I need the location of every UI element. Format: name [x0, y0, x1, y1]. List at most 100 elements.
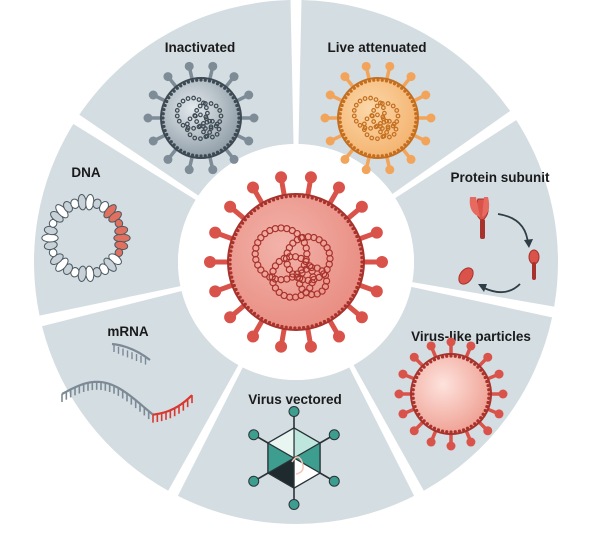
spike-head	[247, 330, 259, 343]
membrane-bead	[413, 379, 417, 384]
membrane-bead	[199, 78, 203, 82]
membrane-bead	[485, 404, 489, 409]
genome-bead	[391, 121, 397, 127]
membrane-bead	[359, 82, 364, 86]
membrane-bead	[479, 416, 483, 420]
membrane-bead	[360, 256, 364, 260]
membrane-bead	[449, 354, 453, 358]
genome-bead	[204, 119, 210, 125]
capsid	[227, 193, 365, 331]
membrane-bead	[338, 112, 342, 116]
spike-head	[409, 426, 419, 436]
dna-ribbon-segment	[41, 233, 59, 243]
membrane-bead	[359, 150, 364, 154]
spike-head	[398, 409, 408, 419]
vlp-icon	[394, 337, 508, 451]
spike-head	[483, 352, 493, 362]
genome-bead	[385, 101, 391, 106]
membrane-bead	[322, 200, 327, 205]
membrane-bead	[163, 128, 167, 133]
membrane-bead	[232, 236, 236, 241]
membrane-bead	[412, 383, 416, 388]
membrane-bead	[263, 318, 268, 323]
membrane-bead	[356, 238, 361, 243]
membrane-bead	[440, 429, 445, 433]
membrane-bead	[486, 383, 490, 388]
segment-label-protein-subunit: Protein subunit	[451, 170, 551, 185]
membrane-bead	[376, 78, 380, 82]
genome-bead	[391, 131, 397, 137]
genome-bead	[275, 288, 283, 297]
genome-bead	[384, 129, 390, 135]
membrane-bead	[410, 132, 414, 137]
membrane-bead	[360, 264, 364, 268]
membrane-bead	[219, 148, 223, 152]
membrane-bead	[417, 412, 421, 416]
membrane-bead	[232, 283, 236, 288]
membrane-bead	[293, 194, 297, 198]
membrane-bead	[400, 86, 404, 90]
membrane-bead	[406, 92, 410, 96]
membrane-bead	[284, 195, 288, 199]
membrane-bead	[485, 379, 489, 384]
membrane-bead	[473, 362, 477, 366]
spike-head	[224, 311, 237, 324]
spike-head	[275, 171, 288, 184]
membrane-bead	[411, 392, 415, 396]
membrane-bead	[229, 140, 233, 144]
membrane-bead	[162, 124, 166, 129]
spike-head	[148, 90, 158, 100]
spike-head	[498, 389, 508, 399]
genome-bead	[209, 118, 215, 124]
genome-bead	[174, 108, 180, 113]
membrane-bead	[223, 86, 227, 90]
membrane-bead	[169, 92, 173, 96]
membrane-bead	[414, 116, 418, 120]
membrane-bead	[469, 360, 473, 364]
membrane-bead	[330, 205, 334, 209]
genome-bead	[207, 129, 213, 135]
membrane-bead	[481, 372, 485, 376]
membrane-bead	[267, 320, 272, 325]
fiber-knob	[288, 499, 300, 510]
spike-head	[426, 341, 436, 351]
membrane-bead	[302, 325, 306, 330]
segment-label-dna: DNA	[71, 165, 100, 180]
membrane-bead	[338, 120, 342, 124]
membrane-bead	[234, 287, 238, 292]
membrane-bead	[422, 365, 426, 369]
capsid	[160, 77, 242, 159]
genome-bead	[357, 98, 363, 104]
genome-bead	[361, 121, 367, 127]
spike-head	[333, 330, 345, 343]
genome-bead	[306, 284, 314, 292]
membrane-bead	[432, 426, 437, 430]
membrane-bead	[330, 315, 334, 319]
membrane-bead	[412, 128, 416, 133]
membrane-bead	[358, 243, 362, 247]
membrane-bead	[314, 323, 318, 327]
membrane-bead	[165, 99, 169, 104]
genome-bead	[216, 126, 222, 132]
membrane-bead	[400, 146, 404, 150]
segment-protein-subunit: Protein subunit	[451, 170, 551, 294]
segment-inactivated: Inactivated	[143, 40, 259, 175]
membrane-bead	[203, 78, 207, 82]
genome-bead	[192, 135, 198, 141]
membrane-bead	[461, 356, 466, 360]
membrane-bead	[235, 103, 239, 108]
membrane-bead	[338, 116, 342, 120]
membrane-bead	[229, 271, 233, 275]
spike-head	[426, 437, 436, 447]
membrane-bead	[351, 227, 355, 231]
membrane-bead	[376, 154, 380, 158]
membrane-bead	[396, 84, 400, 88]
membrane-bead	[432, 358, 437, 362]
genome-bead	[315, 236, 323, 244]
genome-bead	[289, 270, 297, 278]
membrane-bead	[237, 112, 241, 116]
capsid-facet	[266, 426, 295, 460]
membrane-bead	[412, 103, 416, 108]
genome-bead	[375, 112, 380, 118]
membrane-bead	[163, 103, 167, 108]
